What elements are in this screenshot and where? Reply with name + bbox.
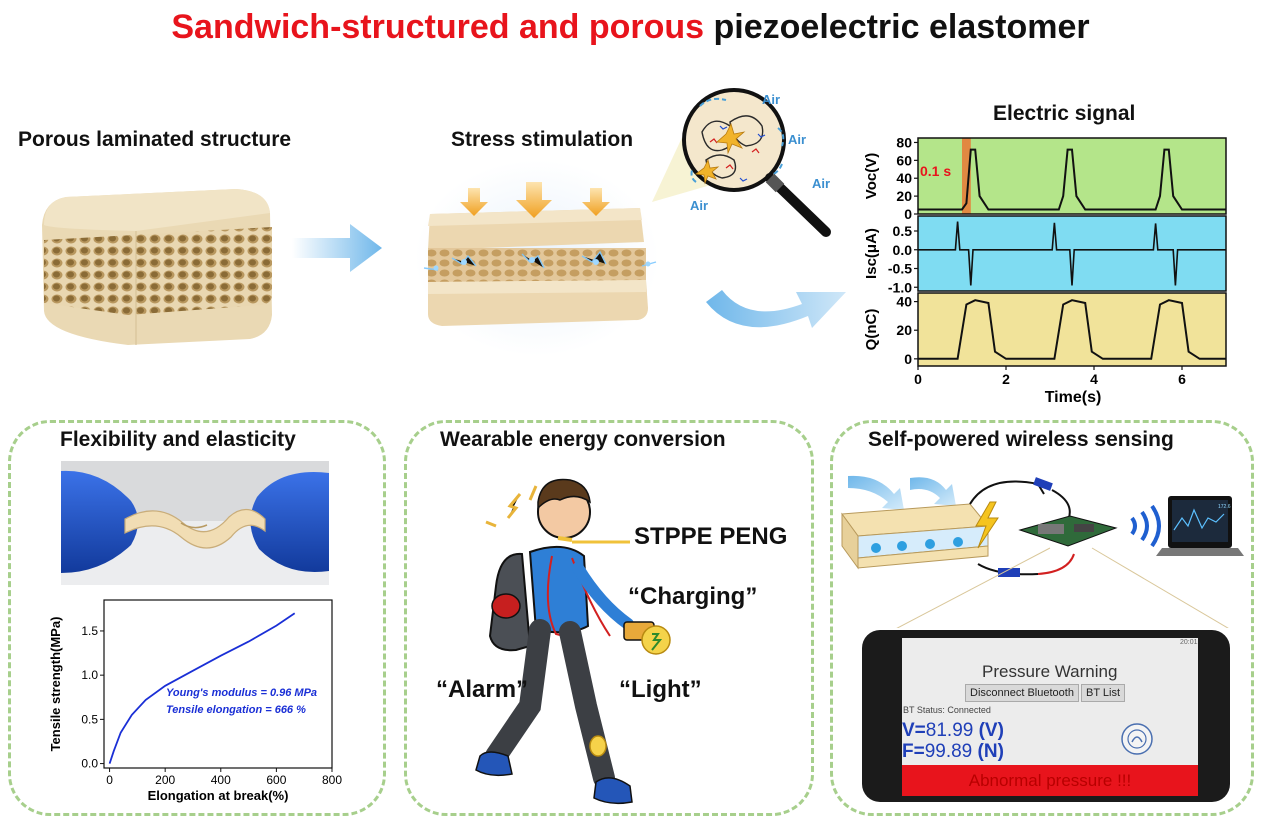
page-title: Sandwich-structured and porous piezoelec… — [0, 8, 1261, 47]
voc-y-tick-label: 60 — [896, 152, 912, 168]
tensile-y-tick-label: 1.5 — [81, 624, 98, 638]
time-x-tick-label: 6 — [1178, 371, 1186, 387]
voltage-unit: (V) — [978, 720, 1004, 741]
label-stppe-peng: STPPE PENG — [634, 523, 788, 550]
walking-person-illustration — [475, 478, 671, 805]
q-panel-frame — [917, 292, 1227, 367]
magnifier-pore-detail: Air Air Air Air — [652, 88, 831, 237]
voc-y-tick-label: 80 — [896, 134, 912, 150]
voc-y-tick-label: 20 — [896, 188, 912, 204]
voc-panel-frame — [917, 137, 1227, 215]
flash-icon — [975, 501, 999, 549]
voc-y-tick-label: 40 — [896, 170, 912, 186]
abnormal-pressure-alert: Abnormal pressure !!! — [902, 765, 1198, 796]
isc-series-line — [918, 221, 1226, 286]
alarm-light-icon — [491, 593, 521, 619]
tensile-y-tick-label: 1.0 — [81, 668, 98, 682]
annotation-tensile-elongation: Tensile elongation = 666 % — [166, 704, 306, 716]
force-unit: (N) — [977, 741, 1004, 762]
label-stress-stimulation: Stress stimulation — [451, 128, 634, 151]
force-readout: F=99.89 (N) — [902, 741, 1004, 763]
screen-title: Pressure Warning — [982, 662, 1118, 681]
isc-y-tick-label: 0.0 — [893, 242, 913, 258]
annotation-youngs-modulus: Young's modulus = 0.96 MPa — [166, 687, 317, 699]
label-light: “Light” — [619, 676, 702, 703]
sensing-system-illustration: 172.6 — [841, 475, 1244, 628]
air-label: Air — [762, 92, 780, 107]
isc-axis-label: Isc(μA) — [863, 228, 880, 279]
panel-wearable — [404, 420, 814, 816]
voltage-label: V= — [902, 720, 926, 741]
isc-y-tick-label: -1.0 — [888, 279, 912, 295]
air-label: Air — [788, 132, 806, 147]
q-axis-label: Q(nC) — [863, 309, 880, 351]
laptop-readout: 172.6 — [1218, 504, 1231, 510]
tensile-x-tick-label: 0 — [106, 773, 113, 787]
title-highlight: Sandwich-structured and porous — [171, 8, 705, 46]
air-label: Air — [690, 198, 708, 213]
tensile-y-axis-label: Tensile strength(MPa) — [48, 617, 63, 752]
phone-status-time: 20:01 — [1180, 639, 1198, 646]
tensile-y-tick-label: 0.5 — [81, 712, 98, 726]
bt-list-button[interactable]: BT List — [1081, 684, 1126, 702]
panel-self-powered — [830, 420, 1254, 816]
voc-series-line — [918, 148, 1226, 211]
q-panel-background — [918, 293, 1226, 366]
tensile-x-tick-label: 400 — [211, 773, 231, 787]
voltage-readout: V=81.99 (V) — [902, 720, 1004, 742]
panel-flexibility — [8, 420, 386, 816]
wireless-icon — [1130, 504, 1161, 548]
q-series-line — [918, 299, 1226, 360]
tensile-series-line — [108, 612, 296, 764]
tensile-x-tick-label: 600 — [266, 773, 286, 787]
label-alarm: “Alarm” — [436, 676, 529, 703]
arrow-right-icon — [292, 224, 382, 272]
q-y-tick-label: 20 — [896, 322, 912, 338]
time-axis-label: Time(s) — [1045, 389, 1102, 406]
pulse-label: 0.1 s — [920, 163, 951, 179]
university-logo-icon — [1121, 723, 1153, 755]
porous-block-illustration — [42, 189, 272, 345]
tensile-chart: 0 200 400 600 800 0.0 0.5 1.0 1.5 Tensile streng… — [48, 599, 342, 803]
label-flexibility: Flexibility and elasticity — [60, 428, 296, 451]
title-rest: piezoelectric elastomer — [704, 8, 1090, 46]
curved-arrow-icon — [706, 290, 846, 328]
tensile-plot-frame — [103, 599, 333, 769]
label-self-powered: Self-powered wireless sensing — [868, 428, 1174, 451]
voltage-value: 81.99 — [925, 720, 974, 741]
stress-stimulation-illustration — [415, 160, 659, 356]
label-charging: “Charging” — [628, 583, 758, 610]
voc-axis-label: Voc(V) — [863, 153, 880, 199]
time-x-tick-label: 2 — [1002, 371, 1010, 387]
tensile-x-tick-label: 200 — [155, 773, 175, 787]
air-label: Air — [812, 176, 830, 191]
twisted-elastomer-photo — [61, 461, 329, 585]
label-electric-signal: Electric signal — [993, 102, 1136, 125]
flash-icon — [485, 485, 538, 528]
time-x-tick-label: 0 — [914, 371, 922, 387]
isc-y-tick-label: -0.5 — [888, 261, 912, 277]
q-y-tick-label: 0 — [904, 351, 912, 367]
tensile-y-tick-label: 0.0 — [81, 757, 98, 771]
bt-status-text: BT Status: Connected — [903, 705, 991, 715]
disconnect-bluetooth-button[interactable]: Disconnect Bluetooth — [965, 684, 1079, 702]
lightbulb-icon — [589, 735, 607, 757]
voc-y-tick-label: 0 — [904, 206, 912, 222]
force-label: F= — [902, 741, 925, 762]
label-wearable: Wearable energy conversion — [440, 428, 726, 451]
time-x-tick-label: 4 — [1090, 371, 1098, 387]
tensile-x-tick-label: 800 — [322, 773, 342, 787]
force-value: 99.89 — [924, 741, 973, 762]
isc-y-tick-label: 0.5 — [893, 223, 913, 239]
tensile-x-axis-label: Elongation at break(%) — [148, 788, 289, 803]
isc-panel-frame — [917, 215, 1227, 292]
label-porous-structure: Porous laminated structure — [18, 128, 292, 151]
pulse-highlight — [962, 138, 971, 214]
q-y-tick-label: 40 — [896, 294, 912, 310]
